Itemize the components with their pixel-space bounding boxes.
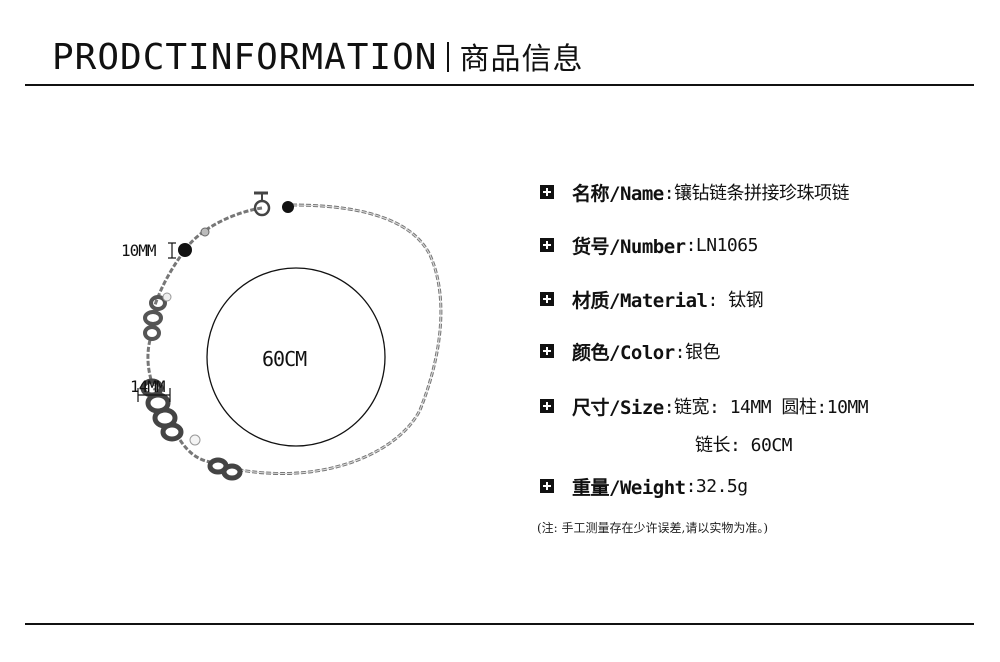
info-value: :银色 (674, 342, 721, 363)
black-bead (178, 243, 192, 257)
info-row-weight: 重量/Weight :32.5g (540, 473, 748, 499)
bottom-rule (25, 623, 974, 625)
top-rule (25, 84, 974, 86)
chunky-chain-lower (207, 457, 243, 481)
info-label: 颜色/Color (572, 341, 675, 364)
circle-dimension-label: 60CM (262, 347, 307, 371)
chain-left-top (153, 206, 263, 306)
chain-right (239, 203, 443, 475)
size-reference-circle (206, 267, 386, 447)
info-label: 尺寸/Size (572, 396, 664, 419)
info-label: 重量/Weight (572, 476, 686, 499)
info-row-name: 名称/Name :镶钻链条拼接珍珠项链 (540, 179, 850, 205)
title-english: PRODCTINFORMATION (52, 37, 438, 78)
size-length-value: 链长: 60CM (695, 435, 793, 456)
info-value: :镶钻链条拼接珍珠项链 (663, 183, 850, 204)
pearl (189, 434, 201, 446)
info-row-size: 尺寸/Size :链宽: 14MM 圆柱:10MM (540, 393, 869, 419)
info-value: :32.5g (685, 475, 749, 497)
title-chinese: 商品信息 (459, 42, 584, 77)
title-divider (447, 42, 450, 72)
measurement-note: (注: 手工测量存在少许误差,请以实物为准。) (537, 521, 769, 535)
chunky-chain-upper (143, 295, 167, 341)
info-value: : 钛钢 (707, 290, 764, 311)
plus-icon (540, 238, 554, 252)
plus-icon (540, 399, 554, 413)
page-title: PRODCTINFORMATION 商品信息 (52, 34, 583, 78)
info-label: 名称/Name (572, 182, 664, 205)
info-row-material: 材质/Material : 钛钢 (540, 286, 764, 312)
info-value: :LN1065 (685, 234, 759, 256)
plus-icon (540, 344, 554, 358)
plus-icon (540, 292, 554, 306)
bead-dimension-label: 10MM (121, 241, 157, 260)
info-value: :链宽: 14MM 圆柱:10MM (663, 397, 869, 418)
plus-icon (540, 185, 554, 199)
black-bead (282, 201, 294, 213)
info-label: 货号/Number (572, 235, 686, 258)
chain-dimension-label: 14MM (130, 377, 166, 396)
plus-icon (540, 479, 554, 493)
toggle-clasp-ring (253, 199, 271, 217)
info-row-number: 货号/Number :LN1065 (540, 232, 758, 258)
info-row-color: 颜色/Color :银色 (540, 338, 720, 364)
info-label: 材质/Material (572, 289, 708, 312)
